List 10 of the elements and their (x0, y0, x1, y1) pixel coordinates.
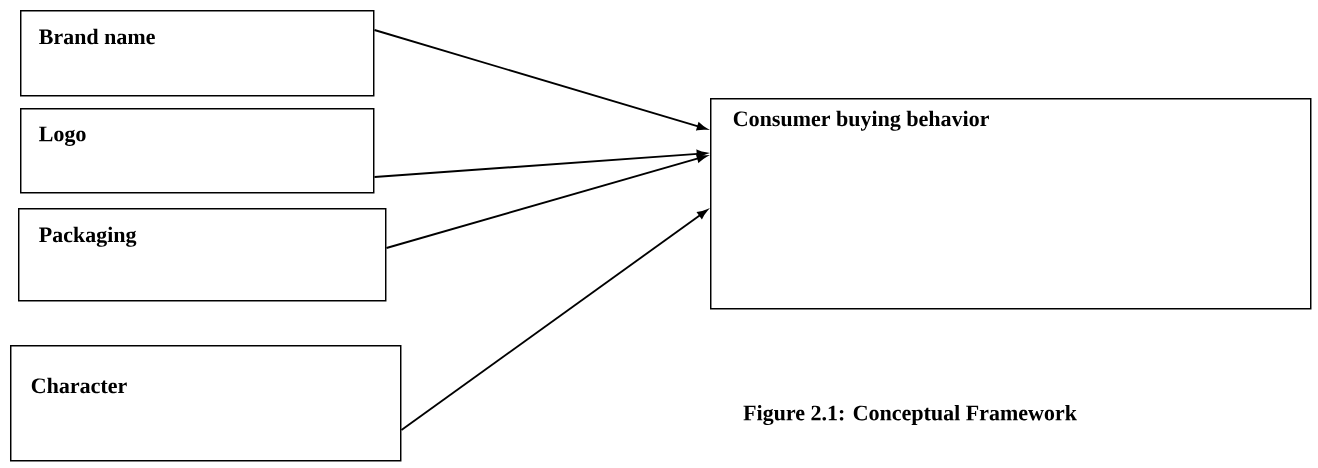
caption: Figure 2.1: Conceptual Framework (743, 404, 1077, 426)
arrow (400, 209, 708, 431)
arrow (385, 154, 707, 249)
arrow (373, 29, 707, 131)
text-box: Packaging (18, 208, 387, 302)
text-box: Logo (20, 108, 375, 194)
text-box: Consumer buying behavior (710, 98, 1312, 310)
text-box: Brand name (20, 10, 375, 97)
text-box: Character (10, 345, 402, 462)
arrow (373, 149, 707, 178)
